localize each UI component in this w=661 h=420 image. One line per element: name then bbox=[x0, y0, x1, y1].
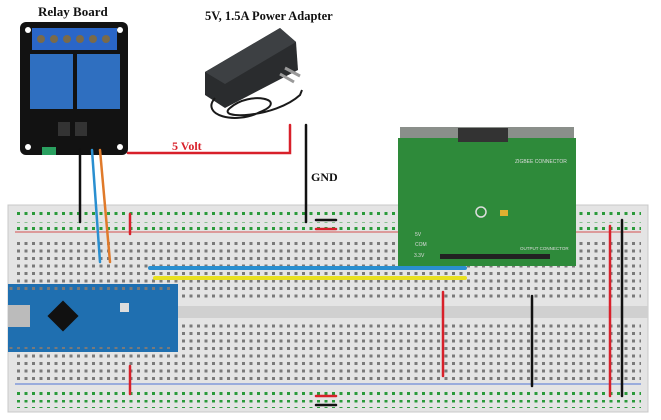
pin-label-com: COM bbox=[415, 242, 427, 248]
power-adapter bbox=[205, 28, 303, 119]
pin-label-5v: 5V bbox=[415, 232, 422, 238]
microcontroller-chip bbox=[47, 300, 79, 332]
relay-2 bbox=[77, 54, 120, 109]
output-connector-label: OUTPUT CONNECTOR bbox=[520, 246, 569, 251]
top-power-rail-2 bbox=[15, 222, 641, 230]
top-power-rail-1 bbox=[15, 210, 641, 218]
wire-relay-signal bbox=[90, 148, 102, 264]
arduino-nano bbox=[8, 284, 178, 352]
five-volt-label: 5 Volt bbox=[172, 139, 202, 153]
zigbee-connector-label: ZIGBEE CONNECTOR bbox=[515, 159, 567, 165]
relay-1 bbox=[30, 54, 73, 109]
wires bbox=[78, 123, 624, 407]
gnd-label: GND bbox=[311, 170, 338, 184]
relay-board-label: Relay Board bbox=[38, 4, 108, 19]
jumper bbox=[42, 147, 56, 155]
wire-5v bbox=[126, 123, 292, 155]
xbee-shield: ZIGBEE CONNECTOR OUTPUT CONNECTOR 3.3V 5… bbox=[398, 127, 576, 266]
relay-board bbox=[20, 22, 128, 155]
usb-port bbox=[8, 305, 30, 327]
power-adapter-label: 5V, 1.5A Power Adapter bbox=[205, 9, 333, 23]
bottom-power-rail-1 bbox=[15, 388, 641, 396]
pin-label-3v3: 3.3V bbox=[414, 253, 425, 259]
wire-relay-vcc bbox=[98, 148, 112, 264]
